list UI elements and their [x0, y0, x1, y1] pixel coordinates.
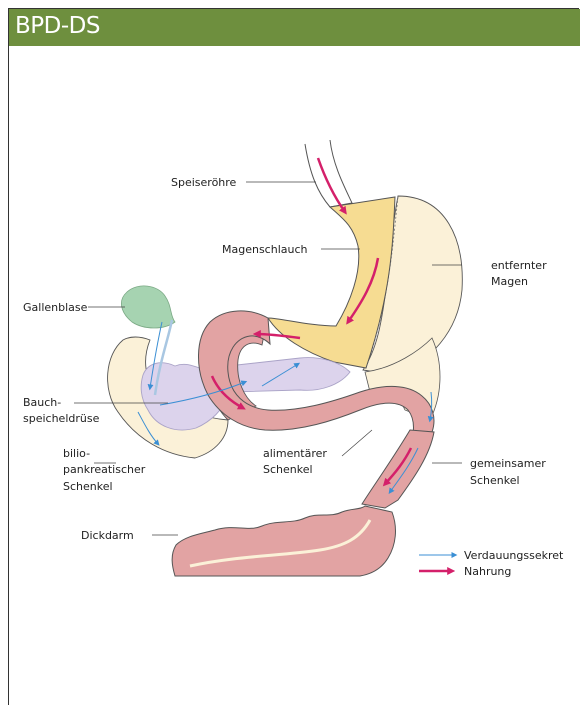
label-common-channel-2: Schenkel — [470, 474, 520, 487]
label-removed-stomach-1: entfernter — [491, 259, 547, 272]
gallbladder — [121, 286, 175, 328]
label-pancreas-1: Bauch- — [23, 396, 61, 409]
label-bp-limb-1: bilio- — [63, 447, 90, 460]
label-colon: Dickdarm — [81, 529, 134, 542]
label-common-channel-1: gemeinsamer — [470, 457, 546, 470]
legend-secretion-label: Verdauungssekret — [464, 549, 564, 562]
label-alimentary-limb-2: Schenkel — [263, 463, 313, 476]
label-sleeve: Magenschlauch — [222, 243, 308, 256]
colon — [172, 506, 395, 576]
label-gallbladder: Gallenblase — [23, 301, 88, 314]
label-esophagus: Speiseröhre — [171, 176, 237, 189]
label-bp-limb-2: pankreatischer — [63, 463, 146, 476]
legend-food-label: Nahrung — [464, 565, 511, 578]
label-bp-limb-3: Schenkel — [63, 480, 113, 493]
esophagus — [305, 140, 352, 207]
label-alimentary-limb-1: alimentärer — [263, 447, 327, 460]
legend: Verdauungssekret Nahrung — [419, 549, 564, 578]
label-removed-stomach-2: Magen — [491, 275, 528, 288]
label-pancreas-2: speicheldrüse — [23, 412, 100, 425]
